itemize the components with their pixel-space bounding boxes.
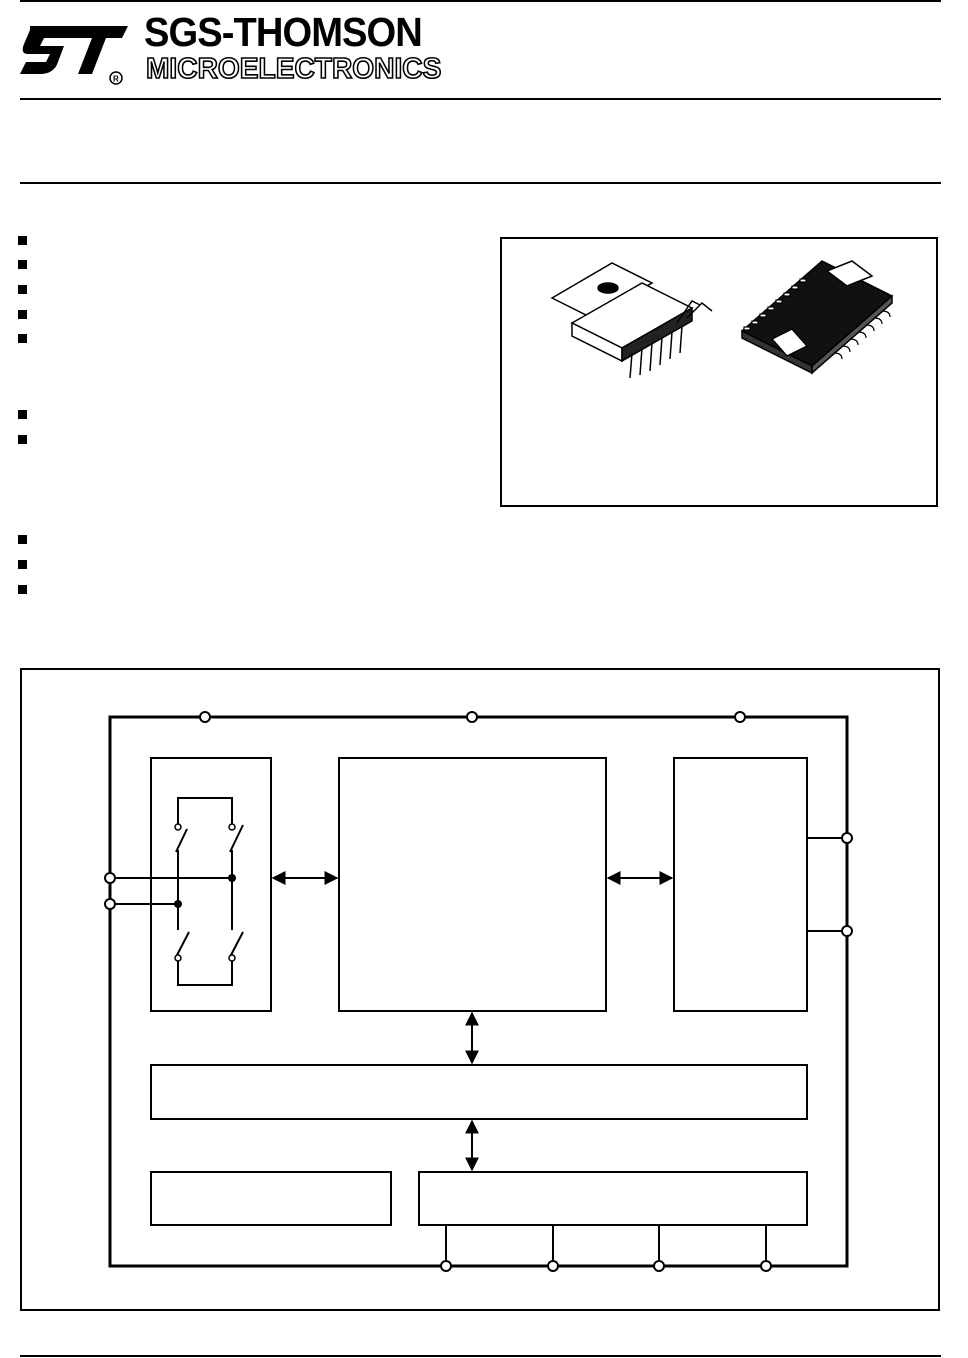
chip-outline [108, 715, 849, 1268]
feature-bullet [18, 410, 27, 419]
brand-subtitle: MICROELECTRONICS [145, 53, 442, 85]
feature-bullet [18, 535, 27, 544]
feature-bullet [18, 310, 27, 319]
bottom-rule [20, 1355, 941, 1357]
feature-list [18, 230, 478, 610]
title-rule [20, 182, 941, 184]
feature-bullet [18, 560, 27, 569]
h-bridge-block [150, 757, 272, 1012]
feature-bullet [18, 435, 27, 444]
package-box [500, 237, 938, 507]
pin-left-2 [104, 898, 116, 910]
powerso-package-image [740, 260, 894, 375]
pin-bottom-2 [547, 1260, 559, 1272]
pin-bottom-1 [440, 1260, 452, 1272]
multiwatt-package-image [550, 262, 713, 379]
top-rule [20, 0, 941, 2]
feature-bullet [18, 585, 27, 594]
feature-bullet [18, 236, 27, 245]
brand-name: SGS-THOMSON [144, 9, 423, 55]
feature-bullet [18, 334, 27, 343]
pin-top-1 [199, 711, 211, 723]
svg-text:R: R [113, 75, 119, 84]
pin-right-1 [841, 832, 853, 844]
feature-bullet [18, 285, 27, 294]
feature-bullet [18, 260, 27, 269]
right-lower-block [418, 1171, 808, 1226]
pin-bottom-3 [653, 1260, 665, 1272]
header-rule [20, 98, 941, 100]
pin-right-2 [841, 925, 853, 937]
output-block [673, 757, 808, 1012]
block-diagram-frame [20, 668, 940, 1311]
bus-block [150, 1064, 808, 1120]
left-lower-block [150, 1171, 392, 1226]
st-logo: R [20, 26, 128, 85]
pin-left-1 [104, 872, 116, 884]
pin-top-2 [466, 711, 478, 723]
logic-block [338, 757, 607, 1012]
pin-bottom-4 [760, 1260, 772, 1272]
pin-top-3 [734, 711, 746, 723]
